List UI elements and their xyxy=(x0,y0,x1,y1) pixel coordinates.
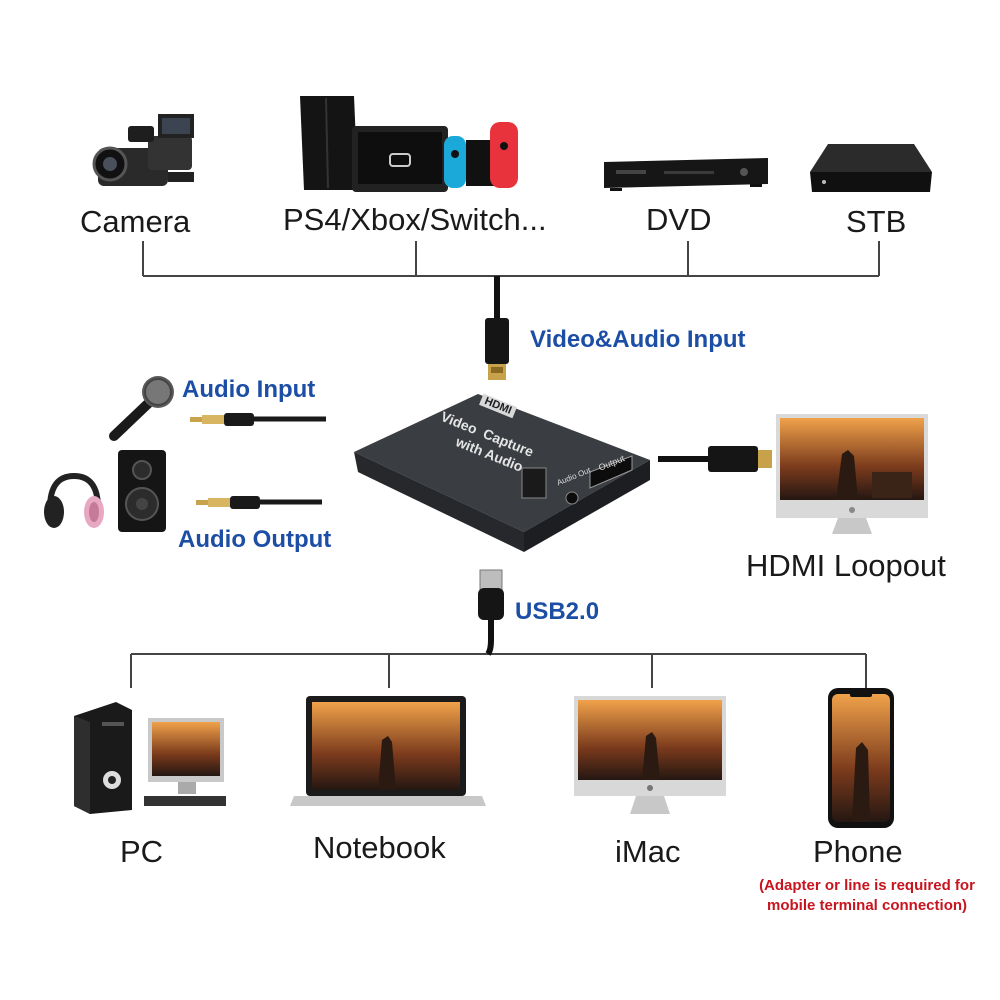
video-audio-input-label: Video&Audio Input xyxy=(530,326,746,353)
game-console-icon xyxy=(298,96,524,198)
audio-output-cable xyxy=(196,496,322,509)
target-label-phone: Phone xyxy=(813,834,903,869)
headphones-icon xyxy=(42,470,106,532)
hdmi-loopout-label: HDMI Loopout xyxy=(746,548,946,583)
pc-tower-icon xyxy=(66,702,228,814)
imac-icon xyxy=(572,696,728,818)
capture-device: HDMI Video Capture with Audio Audio Out … xyxy=(350,390,660,556)
source-label-stb: STB xyxy=(846,204,907,239)
source-label-dvd: DVD xyxy=(646,202,712,237)
note-line-2: mobile terminal connection) xyxy=(766,897,968,914)
mobile-adapter-note: (Adapter or line is required for mobile … xyxy=(732,876,1000,916)
target-label-notebook: Notebook xyxy=(313,830,446,865)
usb-cable xyxy=(478,569,504,656)
hdmi-input-cable xyxy=(485,276,509,380)
audio-output-label: Audio Output xyxy=(178,526,332,553)
target-label-imac: iMac xyxy=(615,834,681,869)
phone-icon xyxy=(826,688,896,828)
usb-label: USB2.0 xyxy=(515,598,600,625)
camera-icon xyxy=(88,106,208,196)
source-label-camera: Camera xyxy=(80,204,191,239)
audio-input-cable xyxy=(190,413,326,426)
speaker-icon xyxy=(116,448,168,534)
set-top-box-icon xyxy=(808,142,934,196)
note-line-1: (Adapter or line is required for xyxy=(759,877,975,894)
dvd-player-icon xyxy=(604,158,768,192)
microphone-icon xyxy=(106,374,178,442)
loopout-monitor-icon xyxy=(776,414,928,538)
hdmi-loopout-cable xyxy=(658,446,772,472)
audio-input-label: Audio Input xyxy=(182,376,316,403)
target-label-pc: PC xyxy=(120,834,164,869)
source-label-console: PS4/Xbox/Switch... xyxy=(283,202,547,237)
notebook-icon xyxy=(290,696,486,808)
